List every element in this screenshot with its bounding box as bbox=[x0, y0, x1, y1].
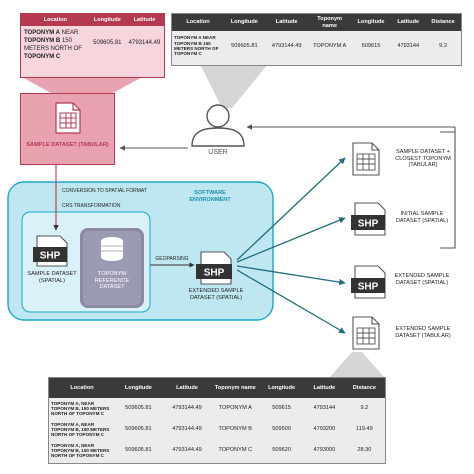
table-cell-toponym-name: TOPONYM B bbox=[218, 426, 252, 433]
table-cell-latitude: 4793144.49 bbox=[271, 42, 302, 49]
table-cell-toponym-longitude: 509615 bbox=[272, 405, 291, 412]
table-cell-latitude: 4793144.49 bbox=[172, 405, 202, 412]
table-cell-toponym-name: TOPONYM A bbox=[218, 405, 252, 412]
table-cell-location: TOPONYM A, NEAR TOPONYM B, 150 METERS NO… bbox=[51, 400, 110, 417]
table-cell-toponym-longitude: 509615 bbox=[361, 42, 381, 49]
svg-text:SHP: SHP bbox=[204, 268, 225, 279]
shp-file-icon: SHP bbox=[32, 234, 72, 268]
table-cell-latitude: 4793144.49 bbox=[172, 447, 202, 454]
table-cell-toponym-latitude: 4793200 bbox=[313, 426, 336, 433]
col-header: Toponym name bbox=[214, 384, 256, 391]
shp-file-icon: SHP bbox=[350, 264, 390, 300]
output-extended-spatial-label: EXTENDED SAMPLE DATASET (SPATIAL) bbox=[394, 273, 450, 286]
table-row: TOPONYM A, NEAR TOPONYM B, 150 METERS NO… bbox=[49, 419, 385, 440]
top-right-table: Location Longitude Latitude Toponym name… bbox=[172, 14, 461, 61]
col-header: Latitude bbox=[275, 19, 298, 26]
table-cell-toponym-latitude: 4793144 bbox=[313, 405, 336, 412]
table-cell-distance: 119.49 bbox=[356, 426, 373, 433]
table-file-icon bbox=[352, 316, 382, 350]
conversion-label: CONVERSION TO SPATIAL FORMAT bbox=[62, 188, 147, 194]
table-cell-toponym-longitude: 509500 bbox=[272, 426, 291, 433]
col-header: Toponym name bbox=[317, 16, 343, 29]
output-extended-tabular-label: EXTENDED SAMPLE DATASET (TABULAR) bbox=[395, 326, 451, 339]
table-cell-latitude: 4793144.49 bbox=[172, 426, 202, 433]
col-header: Latitude bbox=[313, 384, 336, 391]
pink-callout-wedge bbox=[20, 76, 144, 93]
top-left-table: Location Longitude Latitude TOPONYM A NE… bbox=[21, 14, 164, 61]
sample-dataset-spatial-label: SAMPLE DATASET (SPATIAL) bbox=[27, 271, 77, 284]
user-icon bbox=[191, 104, 245, 147]
col-header: Distance bbox=[431, 19, 455, 26]
grey-callout-wedge bbox=[200, 64, 268, 108]
bottom-table-card: Location Longitude Latitude Toponym name… bbox=[48, 377, 386, 464]
table-cell-location: TOPONYM A NEAR TOPONYM B 150 METERS NORT… bbox=[174, 35, 219, 57]
sample-dataset-tabular-box: SAMPLE DATASET (TABULAR) bbox=[20, 93, 115, 165]
table-cell-toponym-name: TOPONYM C bbox=[218, 447, 253, 454]
arrow-out-3 bbox=[236, 265, 346, 286]
arrow-out-4 bbox=[236, 269, 346, 334]
col-header: Latitude bbox=[176, 384, 198, 391]
table-cell-location: TOPONYM A, NEAR TOPONYM B, 150 METERS NO… bbox=[51, 442, 110, 459]
user-label: USER bbox=[208, 149, 228, 156]
toponym-reference-label: TOPONYM REFERENCE DATASET bbox=[94, 271, 130, 291]
col-header: Longitude bbox=[357, 19, 385, 26]
table-cell-distance: 9.2 bbox=[360, 405, 369, 412]
col-header: Location bbox=[186, 19, 210, 26]
top-right-table-card: Location Longitude Latitude Toponym name… bbox=[171, 13, 462, 66]
shp-file-icon: SHP bbox=[350, 201, 390, 237]
table-cell-location: TOPONYM A NEAR TOPONYM B 150 METERS NORT… bbox=[24, 30, 82, 61]
table-file-icon bbox=[352, 142, 382, 176]
user-node: USER bbox=[188, 102, 248, 160]
col-header: Location bbox=[43, 16, 67, 23]
table-cell-latitude: 4793144.49 bbox=[128, 40, 161, 47]
table-cell-longitude: 509605.81 bbox=[93, 40, 122, 47]
sample-dataset-tabular-label: SAMPLE DATASET (TABULAR) bbox=[26, 142, 109, 148]
bottom-table: Location Longitude Latitude Toponym name… bbox=[49, 378, 385, 461]
table-cell-location: TOPONYM A, NEAR TOPONYM B, 150 METERS NO… bbox=[51, 421, 110, 438]
col-header: Location bbox=[70, 384, 94, 391]
table-cell-longitude: 509605.81 bbox=[125, 426, 152, 433]
col-header: Longitude bbox=[124, 384, 152, 391]
table-row: TOPONYM A, NEAR TOPONYM B, 150 METERS NO… bbox=[49, 440, 385, 461]
table-row: TOPONYM A, NEAR TOPONYM B, 150 METERS NO… bbox=[49, 398, 385, 419]
shp-file-icon: SHP bbox=[195, 250, 237, 286]
table-cell-toponym-name: TOPONYM A bbox=[313, 42, 347, 49]
table-cell-longitude: 509605.81 bbox=[125, 447, 152, 454]
right-feedback-bracket bbox=[440, 131, 456, 249]
table-cell-distance: 28.30 bbox=[357, 447, 372, 454]
extended-dataset-spatial-label: EXTENDED SAMPLE DATASET (SPATIAL) bbox=[188, 288, 244, 301]
table-cell-longitude: 509605.81 bbox=[125, 405, 152, 412]
shp-badge-text: SHP bbox=[40, 251, 61, 262]
table-file-icon bbox=[55, 102, 81, 134]
crs-label: CRS TRANSFORMATION bbox=[62, 203, 121, 209]
col-header: Latitude bbox=[397, 19, 420, 26]
table-cell-longitude: 509605.81 bbox=[231, 42, 258, 49]
table-cell-toponym-latitude: 4793000 bbox=[313, 447, 336, 454]
table-cell-toponym-longitude: 509620 bbox=[272, 447, 291, 454]
table-cell-distance: 9.2 bbox=[439, 42, 447, 49]
svg-text:SHP: SHP bbox=[358, 219, 379, 230]
arrow-out-1 bbox=[236, 157, 346, 261]
output-initial-spatial-label: INITIAL SAMPLE DATASET (SPATIAL) bbox=[395, 211, 449, 224]
svg-text:SHP: SHP bbox=[358, 282, 379, 293]
bottom-callout-wedge bbox=[330, 352, 384, 377]
col-header: Latitude bbox=[133, 16, 156, 23]
output-tabular-closest-label: SAMPLE DATASET + CLOSEST TOPONYM (TABULA… bbox=[395, 149, 451, 169]
col-header: Longitude bbox=[93, 16, 121, 23]
col-header: Longitude bbox=[268, 384, 296, 391]
col-header: Longitude bbox=[230, 19, 258, 26]
table-cell-toponym-latitude: 4793144 bbox=[397, 42, 420, 49]
col-header: Distance bbox=[352, 384, 377, 391]
database-icon bbox=[80, 228, 144, 308]
geoparsing-label: GEOPARSING bbox=[155, 256, 189, 262]
top-left-table-card: Location Longitude Latitude TOPONYM A NE… bbox=[20, 13, 165, 78]
arrow-out-2 bbox=[236, 217, 346, 263]
